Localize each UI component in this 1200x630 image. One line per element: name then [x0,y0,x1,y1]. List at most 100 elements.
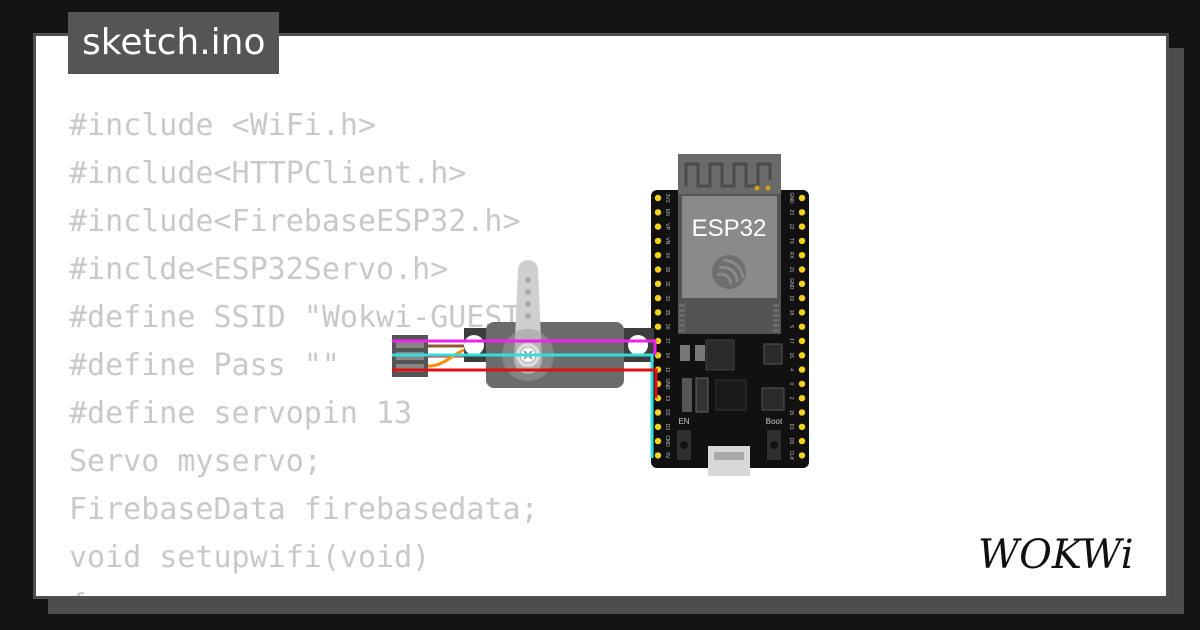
code-line: #include<FirebaseESP32.h> [69,204,521,239]
pin-label: 2 [788,397,794,400]
pin-label: D1 [788,424,794,431]
header-pin[interactable] [654,323,662,330]
code-line: Servo myservo; [69,444,322,479]
header-pin[interactable] [654,237,662,245]
code-preview: #include <WiFi.h>#include<HTTPClient.h>#… [69,102,539,596]
smd-component [680,345,690,361]
header-pin[interactable] [798,366,806,373]
horn-hole [525,277,531,283]
shield-pad [773,319,779,322]
header-pin[interactable] [654,209,662,216]
horn-hole [525,289,531,295]
pin-label: 26 [664,324,670,330]
header-pin[interactable] [654,194,662,202]
file-tab[interactable]: sketch.ino [68,12,280,74]
header-pin[interactable] [798,223,806,230]
pin-label: CMD [664,435,670,447]
header-pin[interactable] [654,280,662,287]
shield-pad [773,329,779,332]
power-wire[interactable] [392,368,658,398]
en-button-cap [680,441,688,449]
header-pin[interactable] [798,409,806,416]
project-card: #include <WiFi.h>#include<HTTPClient.h>#… [33,33,1169,599]
header-pin[interactable] [798,194,806,202]
pin-label: 4 [788,368,794,371]
boot-button-label: Boot [766,417,783,426]
header-pin[interactable] [654,437,662,445]
pin-label: GND [788,192,794,204]
horn-hole [525,301,531,307]
pin-label: 17 [788,338,794,344]
code-line: #define SSID "Wokwi-GUEST" [69,300,539,335]
pin-label: 32 [664,281,670,287]
esp32-board[interactable]: ESP32 EN Boot 3V3ENVPVN34353233252627141… [651,154,809,476]
header-pin[interactable] [654,423,662,430]
pin-label: 13 [664,395,670,401]
header-pin[interactable] [798,452,806,459]
ground-wire[interactable] [392,353,654,458]
header-pin[interactable] [654,452,662,459]
pin-label: D3 [664,424,670,431]
header-pin[interactable] [654,309,662,316]
left-pin-labels: 3V3ENVPVN343532332526271412GND13D2D3CMD5… [664,194,670,460]
brand-name: WOKWi [978,532,1134,578]
header-pin[interactable] [798,323,806,330]
header-pin[interactable] [798,209,806,216]
resistor-array [682,378,692,412]
header-pin[interactable] [654,252,662,259]
usb-slot [714,452,744,460]
pin-label: 16 [788,353,794,359]
header-pin[interactable] [798,280,806,287]
pin-label: D2 [664,409,670,416]
horn-hole [525,313,531,319]
pin-label: 19 [788,295,794,301]
header-pin[interactable] [798,266,806,273]
header-pin[interactable] [654,223,662,230]
pin-label: 5V [664,452,670,459]
ldo-chip [763,343,783,365]
code-line: void setupwifi(void) [69,540,431,575]
connector-pin [396,340,424,348]
header-pin[interactable] [654,409,662,416]
connector-pin [396,364,424,372]
antenna-pad [754,185,760,191]
pin-label: 12 [664,367,670,373]
antenna-trace [684,162,772,188]
shield-pad [773,309,779,312]
pin-label: 5 [788,325,794,328]
antenna-pad [765,185,771,191]
header-pin[interactable] [798,294,806,302]
shield-pad [679,309,685,312]
header-pin[interactable] [798,423,806,430]
header-pin[interactable] [798,352,806,359]
mount-hole [628,335,648,355]
espressif-logo-icon [712,255,746,289]
header-pin[interactable] [654,294,662,302]
code-line: #include <WiFi.h> [69,108,377,143]
signal-wire[interactable] [392,339,657,355]
pin-label: GND [788,278,794,290]
shield-pad [679,319,685,322]
boot-button-cap [770,441,778,449]
pin-label: 15 [788,410,794,416]
code-line: FirebaseData firebasedata; [69,492,539,527]
header-pin[interactable] [798,437,806,445]
header-pin[interactable] [798,309,806,316]
pin-label: 23 [788,210,794,216]
header-pin[interactable] [654,266,662,273]
wokwi-logo: WOKWi [978,532,1134,578]
pin-label: 21 [788,267,794,273]
header-pin[interactable] [798,237,806,245]
pin-label: 14 [664,353,670,359]
micro-usb-port[interactable] [708,446,750,476]
header-pin[interactable] [798,380,806,388]
header-pin[interactable] [798,337,806,345]
shield-pad [773,304,779,307]
shield-pads [679,304,779,332]
pin-label: 18 [788,310,794,316]
shield-pad [773,324,779,327]
header-pin[interactable] [798,395,806,402]
pin-label: 3V3 [664,194,670,203]
regulator-chip [705,339,735,371]
header-pin[interactable] [798,252,806,259]
